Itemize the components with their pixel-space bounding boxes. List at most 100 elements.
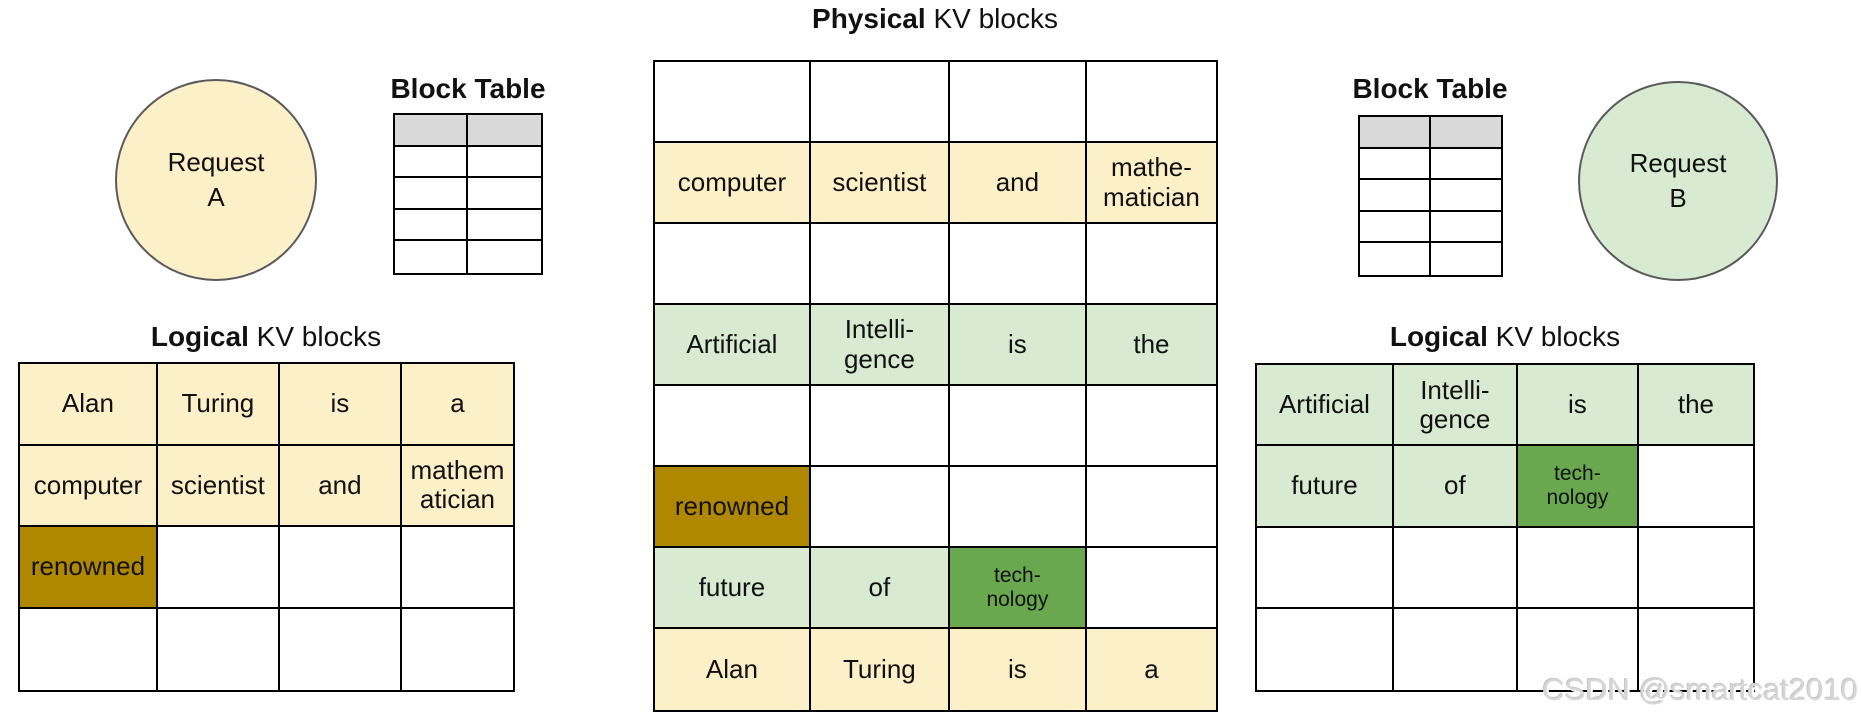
empty-cell <box>1638 527 1753 609</box>
empty-cell <box>1638 608 1753 690</box>
kv-cell-intelli: Intelli- gence <box>810 305 950 386</box>
empty-cell <box>1086 548 1216 629</box>
empty-cell <box>157 608 280 690</box>
kv-cell-scientist: scientist <box>810 143 950 224</box>
block-table-b <box>1358 115 1503 277</box>
physical-title-rest: KV blocks <box>925 3 1058 34</box>
empty-cell <box>1360 243 1431 275</box>
kv-cell-is: is <box>279 364 402 446</box>
empty-cell <box>395 146 468 179</box>
request-b-circle: Request B <box>1578 81 1778 281</box>
kv-cell-is: is <box>949 629 1087 710</box>
empty-cell <box>1086 467 1216 548</box>
physical-title-bold: Physical <box>812 3 926 34</box>
empty-cell <box>1257 608 1394 690</box>
empty-cell <box>395 241 468 273</box>
empty-cell <box>1430 117 1501 149</box>
empty-cell <box>1430 211 1501 244</box>
empty-cell <box>279 527 402 609</box>
kv-cell-of: of <box>810 548 950 629</box>
empty-cell <box>949 386 1087 467</box>
empty-cell <box>401 608 513 690</box>
empty-cell <box>468 146 541 179</box>
logical-a-title-bold: Logical <box>150 321 249 352</box>
empty-cell <box>810 386 950 467</box>
empty-cell <box>468 209 541 242</box>
empty-cell <box>401 527 513 609</box>
empty-cell <box>949 467 1087 548</box>
kv-cell-a: a <box>401 364 513 446</box>
empty-cell <box>1360 211 1431 244</box>
request-b-label: Request <box>1629 147 1727 178</box>
kv-cell-future: future <box>655 548 811 629</box>
empty-cell <box>810 467 950 548</box>
block-table-b-title: Block Table <box>1352 73 1508 104</box>
kv-cell-intelli: Intelli- gence <box>1393 365 1518 447</box>
logical-b-title-rest: KV blocks <box>1487 321 1621 352</box>
request-b-letter: B <box>1669 183 1687 213</box>
physical-kv-blocks-title: Physical KV blocks <box>735 2 1135 36</box>
kv-cell-renowned: renowned <box>20 527 158 609</box>
kv-cell-is: is <box>1517 365 1639 447</box>
empty-cell <box>1393 608 1518 690</box>
kv-cell-alan: Alan <box>20 364 158 446</box>
empty-cell <box>157 527 280 609</box>
empty-cell <box>1430 180 1501 212</box>
empty-cell <box>655 386 811 467</box>
kv-cell-turing: Turing <box>157 364 280 446</box>
empty-cell <box>395 115 468 147</box>
kv-cell-of: of <box>1393 446 1518 528</box>
empty-cell <box>279 608 402 690</box>
logical-a-title-rest: KV blocks <box>248 321 382 352</box>
logical-kv-blocks-b-title: Logical KV blocks <box>1355 320 1655 354</box>
empty-cell <box>810 224 950 305</box>
empty-cell <box>1360 117 1431 149</box>
block-table-a-title: Block Table <box>390 73 546 104</box>
logical-kv-blocks-a-title: Logical KV blocks <box>116 320 416 354</box>
empty-cell <box>20 608 158 690</box>
empty-cell <box>468 115 541 147</box>
empty-cell <box>1086 224 1216 305</box>
kv-cell-scientist: scientist <box>157 445 280 527</box>
kv-cell-artificial: Artificial <box>1257 365 1394 447</box>
empty-cell <box>1430 243 1501 275</box>
kv-cell-computer: computer <box>20 445 158 527</box>
empty-cell <box>1360 148 1431 181</box>
empty-cell <box>1360 180 1431 212</box>
kv-cell-mathe: mathe- matician <box>1086 143 1216 224</box>
kv-cell-tech: tech- nology <box>1517 446 1639 528</box>
kv-cell-mathem: mathem atician <box>401 445 513 527</box>
empty-cell <box>1086 386 1216 467</box>
kv-cell-and: and <box>279 445 402 527</box>
empty-cell <box>810 62 950 143</box>
kv-cell-a: a <box>1086 629 1216 710</box>
kv-cell-is: is <box>949 305 1087 386</box>
empty-cell <box>655 224 811 305</box>
kv-cell-alan: Alan <box>655 629 811 710</box>
empty-cell <box>1638 446 1753 528</box>
logical-b-title-bold: Logical <box>1389 321 1488 352</box>
kv-cell-the: the <box>1086 305 1216 386</box>
request-a-circle: Request A <box>115 79 317 281</box>
request-a-letter: A <box>207 182 225 212</box>
kv-cell-and: and <box>949 143 1087 224</box>
kv-cell-computer: computer <box>655 143 811 224</box>
block-table-a <box>393 113 543 275</box>
kv-cell-tech: tech- nology <box>949 548 1087 629</box>
kv-cell-artificial: Artificial <box>655 305 811 386</box>
empty-cell <box>1257 527 1394 609</box>
empty-cell <box>1430 148 1501 181</box>
empty-cell <box>1086 62 1216 143</box>
kv-cell-the: the <box>1638 365 1753 447</box>
request-a-label: Request <box>167 146 265 177</box>
kv-cell-turing: Turing <box>810 629 950 710</box>
kv-cell-future: future <box>1257 446 1394 528</box>
empty-cell <box>655 62 811 143</box>
empty-cell <box>949 62 1087 143</box>
empty-cell <box>1517 608 1639 690</box>
empty-cell <box>1517 527 1639 609</box>
